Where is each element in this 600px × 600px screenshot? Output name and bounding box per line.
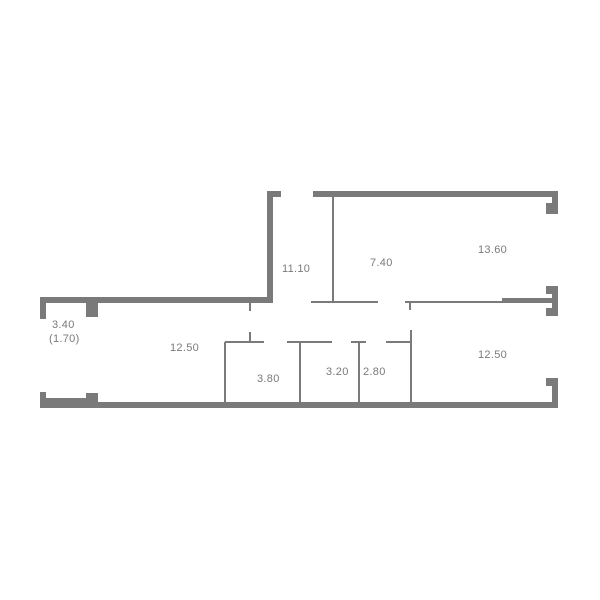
wall-right-upper-jamb [546,203,558,214]
wall-corridor-left [267,191,273,303]
area-label-bedroom-large: 13.60 [478,244,507,256]
exterior-walls [40,191,558,408]
wall-right-middle-jamb [546,286,558,294]
interior-walls [224,197,504,403]
area-label-balcony: 3.40 [52,319,75,331]
area-label-bath: 3.20 [326,366,349,378]
wall-mid-right-stub [502,298,552,303]
wall-top-left [40,297,273,303]
wall-right-middle [552,286,558,316]
wall-right-lower-jamb [546,378,558,386]
area-labels: 3.40 (1.70) 12.50 11.10 7.40 13.60 3.80 … [49,244,507,385]
wall-bottom [40,402,558,408]
wall-left-top [40,297,46,319]
wall-right-lower [552,378,558,408]
wall-right-middle-jamb-2 [546,308,558,316]
wall-left-bottom-jamb [86,393,98,403]
area-label-corridor: 11.10 [282,263,310,275]
area-label-living: 12.50 [170,342,199,354]
area-label-bedroom-small: 7.40 [370,257,393,269]
wall-bottom-left-thick [40,398,90,408]
area-label-storage: 3.80 [257,373,280,385]
wall-left-top-jamb [86,297,98,317]
wall-corridor-left-cap [267,191,281,197]
wall-top-right [313,191,558,197]
area-label-kitchen: 12.50 [478,349,507,361]
area-label-wc: 2.80 [363,366,386,378]
area-label-balcony-sub: (1.70) [49,333,80,345]
wall-right-upper [552,191,558,214]
